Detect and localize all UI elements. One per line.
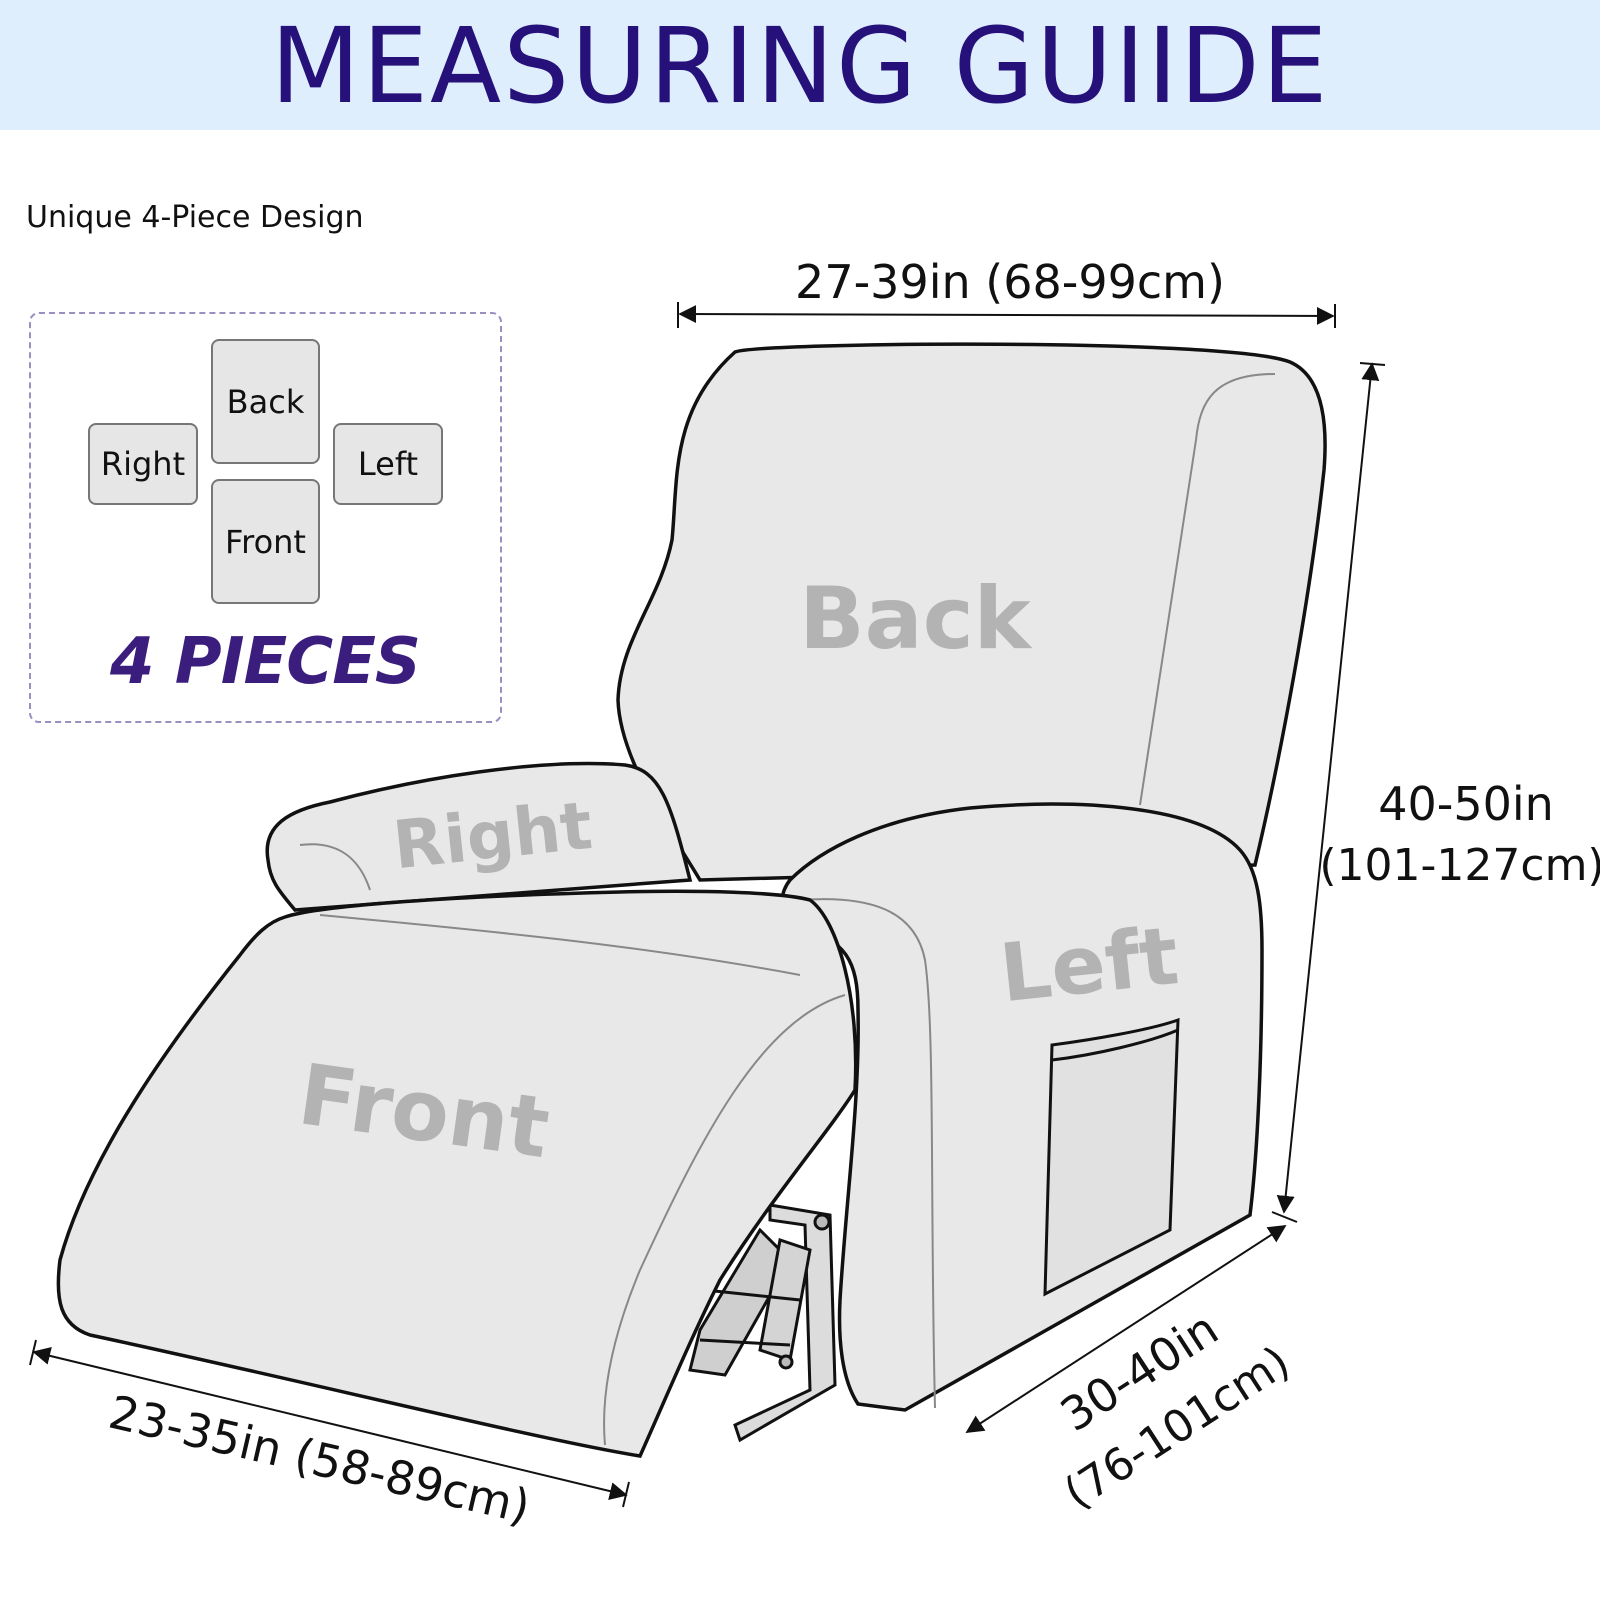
depth-dimension-line xyxy=(965,1225,1287,1433)
height-dimension-cm: (101-127cm) xyxy=(1319,840,1600,891)
height-dimension-line xyxy=(1276,362,1380,1214)
page-title: MEASURING GUIIDE xyxy=(270,5,1330,127)
recliner-mechanism xyxy=(688,1203,837,1443)
chair-label-left: Left xyxy=(996,909,1183,1020)
chair-label-back: Back xyxy=(799,569,1033,669)
pieces-count-label: 4 PIECES xyxy=(109,625,421,699)
right-arm-piece xyxy=(265,761,693,912)
front-piece xyxy=(56,889,858,1458)
legend-tile-left: Left xyxy=(333,423,443,505)
title-banner xyxy=(0,0,1600,130)
height-dimension-inches: 40-50in xyxy=(1378,777,1554,831)
legend-tile-back: Back xyxy=(211,339,320,464)
width-dimension-line xyxy=(678,305,1335,325)
pieces-legend-box xyxy=(29,312,502,723)
width-dimension-label: 27-39in (68-99cm) xyxy=(795,255,1225,309)
design-subtitle: Unique 4-Piece Design xyxy=(26,200,364,235)
legend-tile-front: Front xyxy=(211,479,320,604)
legend-tile-right: Right xyxy=(88,423,198,505)
footrest-dimension-line xyxy=(32,1347,628,1500)
